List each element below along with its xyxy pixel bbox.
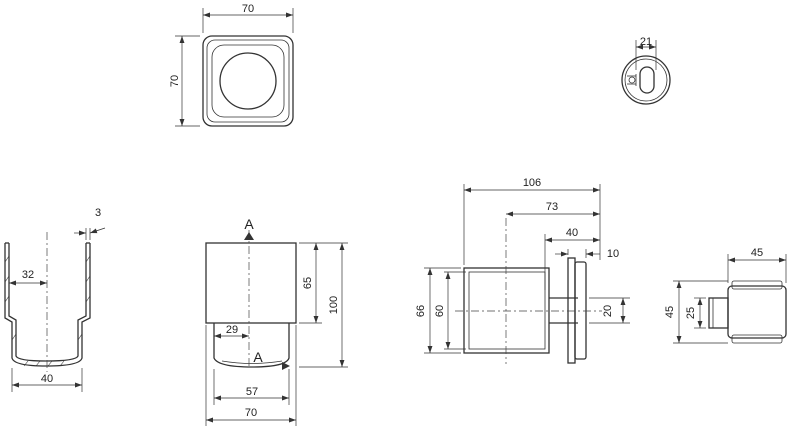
side-view: 106 73 40 10 66 60 20 [415, 177, 630, 364]
dim-wall-thickness: 3 [95, 207, 101, 219]
clip-view: 21 [621, 36, 671, 105]
dim-plate-inner-height: 25 [685, 307, 697, 319]
dim-cup-outer-height: 66 [415, 305, 427, 317]
dim-plate-width: 45 [751, 247, 763, 259]
dim-projection-arm: 40 [566, 227, 578, 239]
dim-plate-thickness: 10 [607, 248, 619, 260]
dim-top-height: 70 [169, 75, 181, 87]
section-mark-bottom: A [253, 349, 263, 365]
top-view: 70 70 [169, 3, 294, 127]
dim-section-width: 70 [245, 407, 257, 419]
dim-projection-total: 106 [523, 177, 541, 189]
dim-top-width: 70 [242, 3, 254, 15]
dim-section-mid-width: 57 [246, 386, 258, 398]
section-mark-top: A [244, 216, 254, 232]
dim-arm-diameter: 20 [602, 305, 614, 317]
plate-view: 45 45 25 [664, 247, 787, 344]
dim-bottom-diameter: 40 [41, 373, 53, 385]
dim-inner-diameter: 32 [22, 269, 34, 281]
cup-section-view: 3 32 40 [4, 207, 106, 392]
dim-cup-inner-height: 60 [434, 305, 446, 317]
front-view: A A 65 100 29 57 70 [205, 216, 348, 426]
dim-section-lower-width: 29 [226, 324, 238, 336]
dim-clip-width: 21 [640, 36, 652, 48]
dim-section-total-height: 100 [328, 296, 340, 314]
dim-plate-height: 45 [664, 306, 676, 318]
dim-projection-mid: 73 [546, 201, 558, 213]
dim-section-upper-height: 65 [302, 277, 314, 289]
